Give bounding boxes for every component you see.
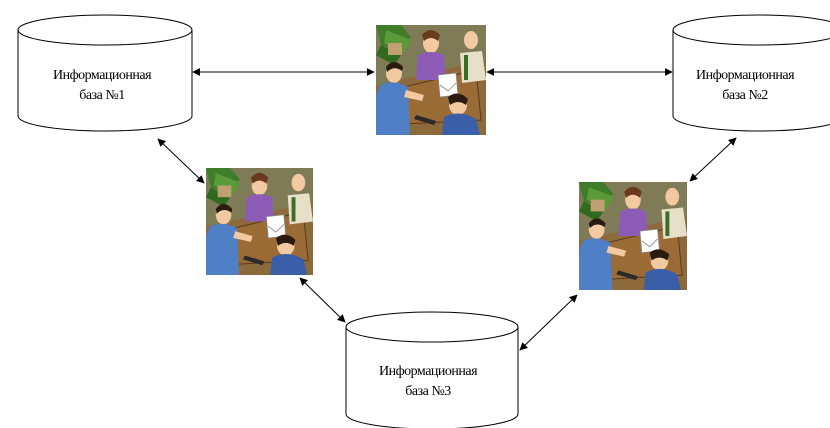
meeting-top-image [376,25,486,135]
arrow-db1-meeting-left [157,138,205,184]
database-1-label-line2: база №1 [79,88,125,103]
arrow-meeting-right-db3 [519,294,578,351]
meeting-left-image [206,168,313,275]
database-1: Информационная база №1 [17,14,193,132]
database-3-label-line1: Информационная [379,364,478,379]
connections [157,68,737,351]
database-2-label-line2: база №2 [722,88,768,103]
database-3-label-line2: база №3 [405,384,451,399]
database-2-label-line1: Информационная [696,68,795,83]
database-1-label-line1: Информационная [53,68,152,83]
database-3: Информационная база №3 [345,311,519,428]
meeting-right-image [579,182,687,290]
arrow-db2-meeting-right [689,137,737,182]
database-2: Информационная база №2 [672,14,830,132]
arrow-meeting-left-db3 [299,277,346,323]
